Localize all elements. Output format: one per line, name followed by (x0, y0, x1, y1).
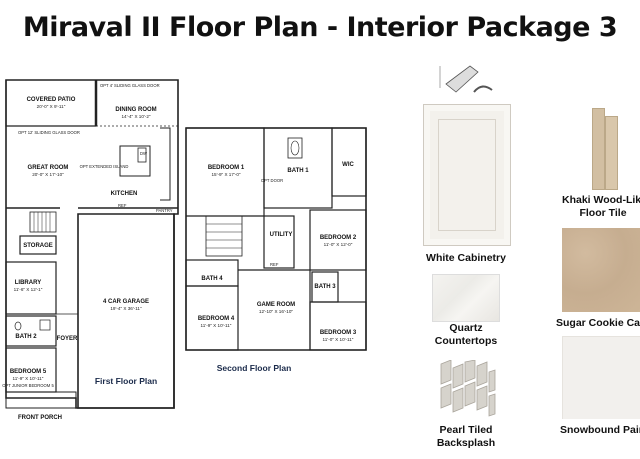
ref-note-1: REF (118, 203, 127, 208)
second-floor-plan (185, 127, 367, 351)
library-dim: 11'-6" X 12'-1" (14, 287, 43, 292)
bedroom-4-label: BEDROOM 4 (198, 316, 235, 322)
quartz-label-line1: Quartz (449, 322, 483, 334)
bedroom-3-label: BEDROOM 3 (320, 330, 357, 336)
floor-tile-label-line1: Khaki Wood-Lik (562, 194, 640, 206)
quartz-countertop-swatch (432, 274, 500, 322)
white-cabinetry-label: White Cabinetry (426, 252, 506, 264)
white-cabinetry-swatch (423, 104, 511, 246)
bedroom-5-label: BEDROOM 5 (10, 369, 47, 375)
utility-label: UTILITY (270, 232, 293, 238)
pearl-label-line1: Pearl Tiled (439, 424, 493, 436)
opt-4-door-note: OPT 4' SLIDING GLASS DOOR (100, 83, 160, 88)
bedroom-4-dim: 11'-9" X 10'-11" (201, 323, 232, 328)
paint-label: Snowbound Pain (560, 424, 640, 436)
covered-patio-dim: 20'-0" X 9'-11" (37, 104, 66, 109)
snowbound-paint-swatch (562, 336, 640, 419)
first-floor-plan (5, 79, 179, 409)
pearl-label-line2: Backsplash (436, 437, 496, 449)
page-title: Miraval II Floor Plan - Interior Package… (22, 12, 618, 43)
khaki-floor-tile-swatch (592, 108, 618, 190)
game-room-label: GAME ROOM (257, 302, 295, 308)
bedroom-2-dim: 11'-0" X 12'-0" (324, 242, 353, 247)
pantry-note: PANTRY (156, 208, 173, 213)
dining-room-label: DINING ROOM (115, 107, 156, 113)
garage-label: 4 CAR GARAGE (103, 299, 149, 305)
kitchen-label: KITCHEN (111, 191, 138, 197)
bedroom-1-dim: 15'-9" X 17'-0" (211, 172, 240, 177)
bedroom-5-dim: 11'-9" X 10'-11" (13, 376, 44, 381)
opt-door-note: OPT DOOR (261, 178, 283, 183)
bath-3-label: BATH 3 (314, 284, 336, 290)
foyer-label: FOYER (57, 336, 78, 342)
opt-island-note: OPT EXTENDED ISLAND (80, 164, 129, 169)
quartz-label-line2: Countertops (434, 335, 498, 347)
cabinet-hardware-image (439, 65, 493, 93)
opt-12-door-note: OPT 12' SLIDING GLASS DOOR (18, 130, 80, 135)
opt-junior-note: OPT JUNIOR BEDROOM 5 (2, 383, 54, 388)
first-floor-caption: First Floor Plan (95, 376, 157, 386)
bedroom-2-label: BEDROOM 2 (320, 235, 357, 241)
storage-label: STORAGE (23, 243, 53, 249)
bath-4-label: BATH 4 (201, 276, 223, 282)
wic-label: WIC (342, 162, 354, 168)
game-room-dim: 12'-10" X 16'-10" (259, 309, 293, 314)
great-room-dim: 20'-0" X 17'-10" (32, 172, 64, 177)
second-floor-caption: Second Floor Plan (217, 363, 292, 373)
front-porch-label: FRONT PORCH (18, 415, 62, 421)
bedroom-3-dim: 11'-0" X 10'-11" (323, 337, 354, 342)
garage-dim: 19'-4" X 36'-11" (110, 306, 142, 311)
dining-room-dim: 14'-4" X 10'-2" (121, 114, 150, 119)
covered-patio-label: COVERED PATIO (27, 97, 76, 103)
library-label: LIBRARY (15, 280, 41, 286)
pearl-backsplash-swatch (437, 359, 497, 418)
dw-note: DW (140, 151, 147, 156)
bath-2-label: BATH 2 (15, 334, 37, 340)
bath-1-label: BATH 1 (287, 168, 309, 174)
carpet-label: Sugar Cookie Car (556, 317, 640, 329)
floor-tile-label-line2: Floor Tile (579, 207, 627, 219)
ref-note-2: REF (270, 262, 279, 267)
great-room-label: GREAT ROOM (28, 165, 69, 171)
bedroom-1-label: BEDROOM 1 (208, 165, 245, 171)
sugar-cookie-carpet-swatch (562, 228, 640, 312)
